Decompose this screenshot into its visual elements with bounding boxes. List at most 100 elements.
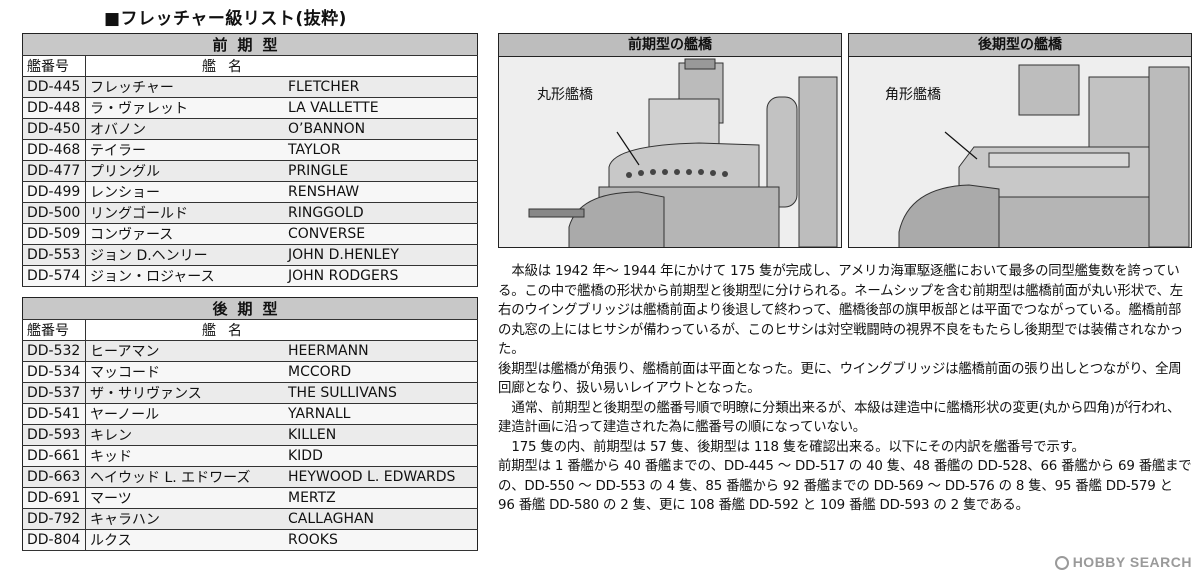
ship-name-en: THE SULLIVANS bbox=[282, 382, 478, 404]
ship-name-jp: ヤーノール bbox=[85, 403, 282, 425]
hull-number: DD-804 bbox=[22, 529, 86, 551]
ship-name-jp: テイラー bbox=[85, 139, 282, 161]
ship-name-en: KILLEN bbox=[282, 424, 478, 446]
early-bridge-callout: 丸形艦橋 bbox=[537, 87, 593, 103]
page-title: ■フレッチャー級リスト(抜粋) bbox=[104, 9, 347, 29]
ship-name-jp: ジョン D.ヘンリー bbox=[85, 244, 282, 266]
hull-number: DD-553 bbox=[22, 244, 86, 266]
ship-name-jp: キレン bbox=[85, 424, 282, 446]
ship-name-jp: ヘイウッド L. エドワーズ bbox=[85, 466, 282, 488]
description-paragraph-2: 後期型は艦橋が角張り、艦橋前面は平面となった。更に、ウイングブリッジは艦橋前面の… bbox=[498, 361, 1182, 397]
hull-number: DD-532 bbox=[22, 340, 86, 362]
ship-name-jp: リングゴールド bbox=[85, 202, 282, 224]
hull-number: DD-500 bbox=[22, 202, 86, 224]
ship-name-jp: キッド bbox=[85, 445, 282, 467]
ship-name-en: KIDD bbox=[282, 445, 478, 467]
ship-name-jp: オバノン bbox=[85, 118, 282, 140]
ship-name-jp: プリングル bbox=[85, 160, 282, 182]
ship-name-en: MERTZ bbox=[282, 487, 478, 509]
late-table-header: 後期型 bbox=[22, 297, 478, 320]
early-table-header: 前期型 bbox=[22, 33, 478, 56]
ship-name-en: JOHN D.HENLEY bbox=[282, 244, 478, 266]
hull-number: DD-663 bbox=[22, 466, 86, 488]
ship-name-en: TAYLOR bbox=[282, 139, 478, 161]
ship-name-en: CONVERSE bbox=[282, 223, 478, 245]
early-table-title: 前期型 bbox=[22, 33, 478, 56]
hull-number: DD-477 bbox=[22, 160, 86, 182]
hull-number: DD-593 bbox=[22, 424, 86, 446]
watermark: HOBBY SEARCH bbox=[1054, 554, 1192, 570]
ship-name-en: RINGGOLD bbox=[282, 202, 478, 224]
ship-name-jp: ヒーアマン bbox=[85, 340, 282, 362]
ship-name-jp: マーツ bbox=[85, 487, 282, 509]
hull-number: DD-691 bbox=[22, 487, 86, 509]
early-table-column-header: 艦番号 艦名 bbox=[22, 55, 478, 77]
late-table-title: 後期型 bbox=[22, 297, 478, 320]
column-code: 艦番号 bbox=[22, 319, 86, 341]
late-bridge-title: 後期型の艦橋 bbox=[849, 34, 1191, 57]
hull-number: DD-534 bbox=[22, 361, 86, 383]
ship-name-jp: レンショー bbox=[85, 181, 282, 203]
description-paragraph-4: 175 隻の内、前期型は 57 隻、後期型は 118 隻を確認出来る。以下にその… bbox=[511, 439, 1085, 455]
ship-name-en: MCCORD bbox=[282, 361, 478, 383]
hull-number: DD-448 bbox=[22, 97, 86, 119]
early-bridge-panel: 前期型の艦橋 丸形艦橋 bbox=[498, 33, 842, 248]
hull-number: DD-661 bbox=[22, 445, 86, 467]
hull-number: DD-541 bbox=[22, 403, 86, 425]
column-code: 艦番号 bbox=[22, 55, 86, 77]
ship-name-en: JOHN RODGERS bbox=[282, 265, 478, 287]
description-paragraph-1: 本級は 1942 年〜 1944 年にかけて 175 隻が完成し、アメリカ海軍駆… bbox=[498, 264, 1183, 357]
column-name: 艦名 bbox=[85, 319, 478, 341]
description-paragraph-3: 通常、前期型と後期型の艦番号順で明瞭に分類出来るが、本級は建造中に艦橋形状の変更… bbox=[498, 400, 1181, 436]
early-bridge-title: 前期型の艦橋 bbox=[499, 34, 841, 57]
early-bridge-illustration bbox=[499, 57, 841, 247]
hull-number: DD-574 bbox=[22, 265, 86, 287]
ship-name-jp: コンヴァース bbox=[85, 223, 282, 245]
ship-name-jp: ルクス bbox=[85, 529, 282, 551]
late-bridge-illustration bbox=[849, 57, 1191, 247]
hull-number: DD-792 bbox=[22, 508, 86, 530]
late-table-column-header: 艦番号 艦名 bbox=[22, 319, 478, 341]
hull-number: DD-537 bbox=[22, 382, 86, 404]
ship-name-en: HEYWOOD L. EDWARDS bbox=[282, 466, 478, 488]
ship-name-en: HEERMANN bbox=[282, 340, 478, 362]
ship-name-jp: ジョン・ロジャース bbox=[85, 265, 282, 287]
ship-name-jp: ザ・サリヴァンス bbox=[85, 382, 282, 404]
ship-name-en: ROOKS bbox=[282, 529, 478, 551]
ship-name-jp: ラ・ヴァレット bbox=[85, 97, 282, 119]
column-name: 艦名 bbox=[85, 55, 478, 77]
hull-number: DD-468 bbox=[22, 139, 86, 161]
ship-name-en: PRINGLE bbox=[282, 160, 478, 182]
late-bridge-callout: 角形艦橋 bbox=[885, 87, 941, 103]
ship-name-en: RENSHAW bbox=[282, 181, 478, 203]
hull-number: DD-509 bbox=[22, 223, 86, 245]
description-paragraph-5: 前期型は 1 番艦から 40 番艦までの、DD-445 〜 DD-517 の 4… bbox=[498, 459, 1192, 513]
hull-number: DD-445 bbox=[22, 76, 86, 98]
hull-number: DD-450 bbox=[22, 118, 86, 140]
ship-name-en: YARNALL bbox=[282, 403, 478, 425]
watermark-text: HOBBY SEARCH bbox=[1072, 554, 1192, 570]
ship-name-en: CALLAGHAN bbox=[282, 508, 478, 530]
description-text: 本級は 1942 年〜 1944 年にかけて 175 隻が完成し、アメリカ海軍駆… bbox=[498, 262, 1192, 516]
ship-name-jp: キャラハン bbox=[85, 508, 282, 530]
